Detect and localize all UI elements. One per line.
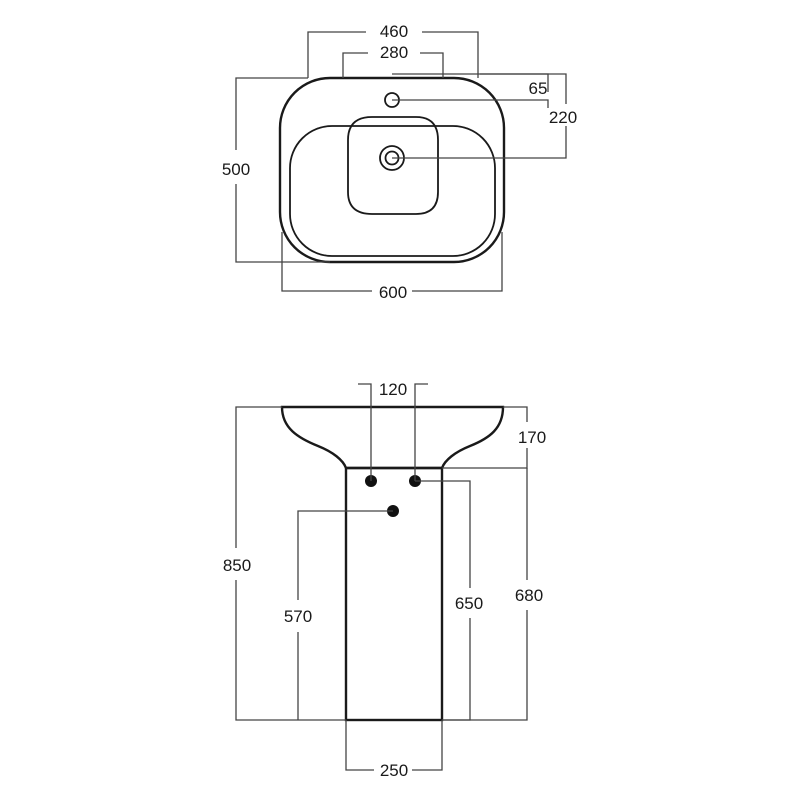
- dim-label-120: 120: [379, 380, 407, 399]
- pedestal-outline: [344, 466, 444, 722]
- dim-650: 650: [415, 480, 483, 721]
- dim-680: 680: [442, 468, 543, 721]
- dim-label-570: 570: [284, 607, 312, 626]
- dim-label-460: 460: [380, 22, 408, 41]
- dim-label-280: 280: [380, 43, 408, 62]
- basin-bowl-outline: [289, 125, 496, 257]
- dim-label-850: 850: [223, 556, 251, 575]
- dim-label-650: 650: [455, 594, 483, 613]
- basin-recess-outline: [347, 116, 439, 215]
- dim-570: 570: [284, 510, 393, 720]
- dim-label-65: 65: [529, 79, 548, 98]
- dim-280: 280: [342, 43, 444, 78]
- dim-label-250: 250: [380, 761, 408, 780]
- dim-220: 220: [392, 73, 577, 159]
- basin-profile: [280, 405, 505, 470]
- basin-outer-outline: [278, 76, 506, 264]
- dim-label-600: 600: [379, 283, 407, 302]
- dim-500: 500: [222, 77, 330, 263]
- dim-460: 460: [307, 20, 479, 78]
- dim-600: 600: [281, 232, 503, 302]
- dim-label-500: 500: [222, 160, 250, 179]
- dim-label-220: 220: [549, 108, 577, 127]
- dim-170: 170: [442, 406, 546, 469]
- dim-850: 850: [223, 406, 346, 721]
- top-view: 460 280 65 220 500 6: [222, 20, 577, 302]
- dim-250: 250: [345, 720, 443, 780]
- dim-label-170: 170: [518, 428, 546, 447]
- dim-label-680: 680: [515, 586, 543, 605]
- dim-120: 120: [358, 380, 428, 481]
- front-view: 120 170 850 570 650: [223, 380, 546, 780]
